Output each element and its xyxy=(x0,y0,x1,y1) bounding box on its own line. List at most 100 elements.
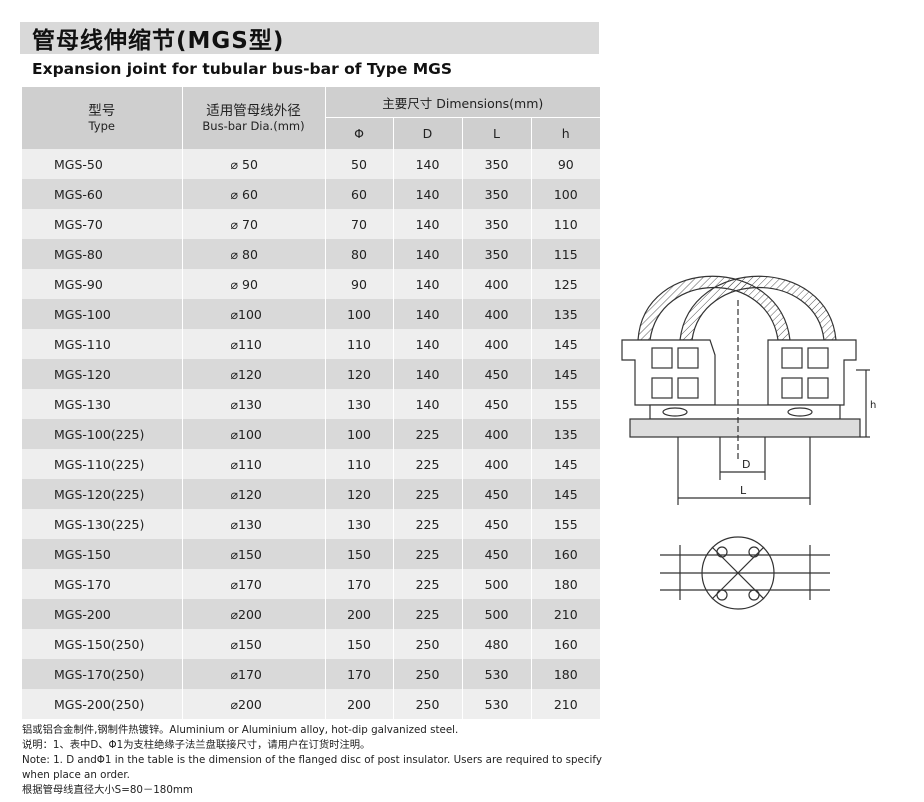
table-cell: MGS-170 xyxy=(22,569,183,599)
table-cell: 155 xyxy=(531,509,601,539)
table-cell: 250 xyxy=(393,689,463,719)
table-cell: 225 xyxy=(393,419,463,449)
table-cell: MGS-120(225) xyxy=(22,479,183,509)
table-cell: 350 xyxy=(462,149,532,179)
table-cell: ⌀ 70 xyxy=(182,209,326,239)
table-cell: 450 xyxy=(462,539,532,569)
table-cell: 100 xyxy=(325,419,394,449)
table-cell: MGS-60 xyxy=(22,179,183,209)
table-cell: 530 xyxy=(462,689,532,719)
table-cell: 125 xyxy=(531,269,601,299)
note-line: 说明：1、表中D、Φ1为支柱绝缘子法兰盘联接尺寸，请用户在订货时注明。 xyxy=(22,739,371,751)
table-cell: MGS-100(225) xyxy=(22,419,183,449)
table-cell: 530 xyxy=(462,659,532,689)
notes: 铝或铝合金制件,钢制件热镀锌。Aluminium or Aluminium al… xyxy=(22,723,602,798)
table-cell: MGS-200 xyxy=(22,599,183,629)
bolt-hole xyxy=(748,589,760,601)
table-cell: 500 xyxy=(462,569,532,599)
table-cell: 140 xyxy=(393,329,463,359)
table-cell: 140 xyxy=(393,239,463,269)
table-cell: MGS-90 xyxy=(22,269,183,299)
bolt-box xyxy=(807,377,829,399)
table-cell: 100 xyxy=(531,179,601,209)
note-line: 铝或铝合金制件,钢制件热镀锌。Aluminium or Aluminium al… xyxy=(22,724,459,736)
table-cell: 140 xyxy=(393,149,463,179)
table-cell: MGS-130(225) xyxy=(22,509,183,539)
table-cell: 110 xyxy=(325,449,394,479)
table-cell: 50 xyxy=(325,149,394,179)
note-line: 根据管母线直径大小S=80－180mm xyxy=(22,784,193,796)
table-cell: 225 xyxy=(393,479,463,509)
table-cell: 160 xyxy=(531,539,601,569)
table-cell: 120 xyxy=(325,359,394,389)
table-cell: ⌀ 90 xyxy=(182,269,326,299)
table-cell: 155 xyxy=(531,389,601,419)
table-cell: 350 xyxy=(462,179,532,209)
table-cell: 140 xyxy=(393,359,463,389)
table-cell: 110 xyxy=(325,329,394,359)
table-cell: 90 xyxy=(531,149,601,179)
label-h: h xyxy=(870,400,876,411)
table-cell: ⌀130 xyxy=(182,509,326,539)
clamp-left xyxy=(621,339,716,406)
table-cell: 350 xyxy=(462,239,532,269)
table-cell: 160 xyxy=(531,629,601,659)
page-title: 管母线伸缩节(MGS型) xyxy=(32,28,285,54)
header-busbar-dia: 适用管母线外径 Bus-bar Dia.(mm) xyxy=(182,87,326,149)
table-cell: 70 xyxy=(325,209,394,239)
bolt-box xyxy=(807,347,829,369)
slot-hole xyxy=(787,407,813,417)
table-cell: 450 xyxy=(462,389,532,419)
bolt-box xyxy=(677,347,699,369)
table-cell: ⌀200 xyxy=(182,689,326,719)
header-dimensions: 主要尺寸 Dimensions(mm) xyxy=(325,87,601,118)
table-cell: ⌀120 xyxy=(182,359,326,389)
table-cell: ⌀100 xyxy=(182,299,326,329)
bolt-box xyxy=(677,377,699,399)
table-cell: 400 xyxy=(462,269,532,299)
table-cell: 225 xyxy=(393,569,463,599)
label-d: D xyxy=(742,458,750,471)
table-cell: 135 xyxy=(531,299,601,329)
table-cell: 145 xyxy=(531,329,601,359)
table-cell: 210 xyxy=(531,599,601,629)
table-cell: 250 xyxy=(393,629,463,659)
table-cell: ⌀110 xyxy=(182,449,326,479)
clamp-right xyxy=(767,339,857,406)
table-cell: 145 xyxy=(531,449,601,479)
page-subtitle: Expansion joint for tubular bus-bar of T… xyxy=(32,60,453,78)
table-cell: 120 xyxy=(325,479,394,509)
table-cell: ⌀100 xyxy=(182,419,326,449)
header-d: D xyxy=(393,117,463,149)
table-cell: 90 xyxy=(325,269,394,299)
table-cell: ⌀110 xyxy=(182,329,326,359)
table-cell: 200 xyxy=(325,689,394,719)
bolt-hole xyxy=(716,546,728,558)
header-type: 型号 Type xyxy=(22,87,183,149)
table-cell: 130 xyxy=(325,389,394,419)
table-cell: 400 xyxy=(462,419,532,449)
bolt-hole xyxy=(716,589,728,601)
flange-disc xyxy=(701,536,775,610)
table-cell: 130 xyxy=(325,509,394,539)
table-cell: 225 xyxy=(393,599,463,629)
bolt-box xyxy=(781,347,803,369)
table-cell: 500 xyxy=(462,599,532,629)
table-cell: 100 xyxy=(325,299,394,329)
expansion-joint-drawing: D L h xyxy=(621,275,876,610)
table-cell: 250 xyxy=(393,659,463,689)
table-cell: ⌀170 xyxy=(182,569,326,599)
bolt-box xyxy=(651,347,673,369)
table-cell: 225 xyxy=(393,539,463,569)
